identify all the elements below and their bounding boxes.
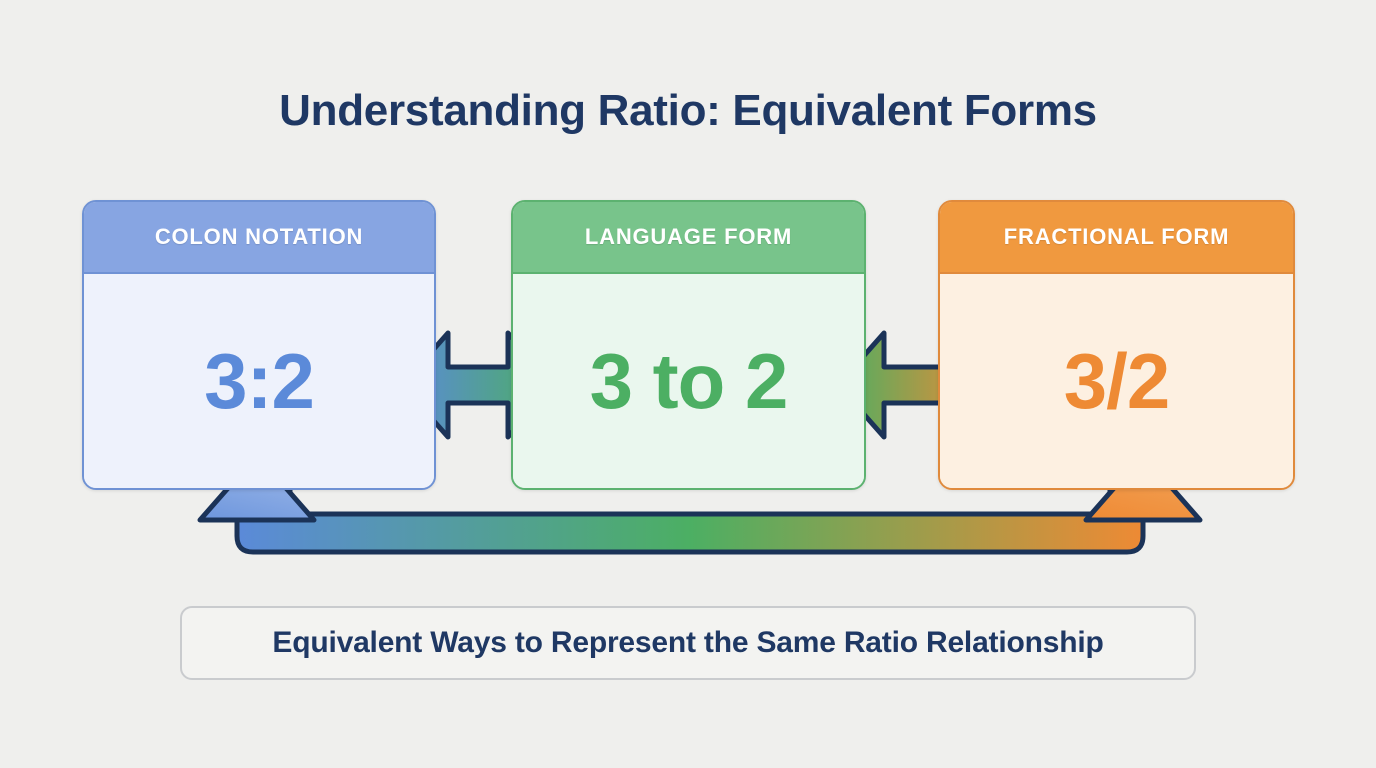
page-title: Understanding Ratio: Equivalent Forms — [279, 86, 1097, 135]
card-language-form-value: 3 to 2 — [589, 336, 789, 425]
card-fractional-form-header: FRACTIONAL FORM — [940, 202, 1293, 274]
card-colon-notation-value: 3:2 — [204, 336, 315, 425]
card-language-form-body: 3 to 2 — [513, 274, 864, 488]
card-colon-notation-header: COLON NOTATION — [84, 202, 434, 274]
card-language-form-header: LANGUAGE FORM — [513, 202, 864, 274]
caption-text: Equivalent Ways to Represent the Same Ra… — [272, 626, 1104, 659]
caption-box: Equivalent Ways to Represent the Same Ra… — [180, 606, 1196, 680]
card-fractional-form[interactable]: FRACTIONAL FORM 3/2 — [938, 200, 1295, 490]
card-fractional-form-body: 3/2 — [940, 274, 1293, 488]
card-colon-notation-body: 3:2 — [84, 274, 434, 488]
card-colon-notation[interactable]: COLON NOTATION 3:2 — [82, 200, 436, 490]
card-language-form[interactable]: LANGUAGE FORM 3 to 2 — [511, 200, 866, 490]
card-fractional-form-value: 3/2 — [1063, 336, 1170, 425]
